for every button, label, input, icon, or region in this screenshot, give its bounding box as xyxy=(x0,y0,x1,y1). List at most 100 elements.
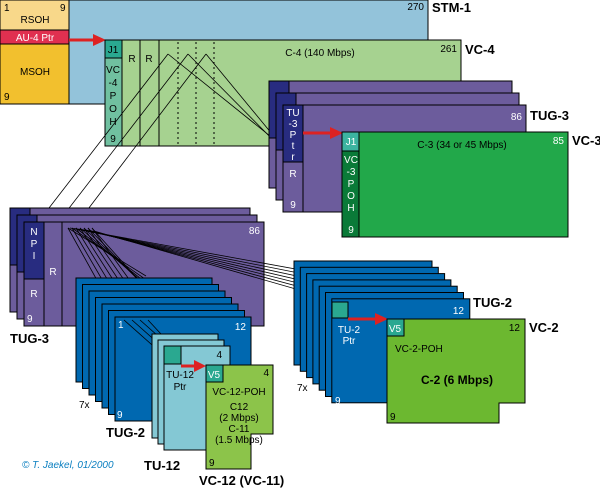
stm1-col-first: 1 xyxy=(4,3,10,14)
vc3-poh-char-4: H xyxy=(347,203,354,214)
vc3-poh-char-2: P xyxy=(348,179,355,190)
tug2-left-col-first: 1 xyxy=(118,320,124,331)
vc3-label: VC-3 xyxy=(572,133,600,148)
rsoh-label: RSOH xyxy=(21,15,50,26)
vc4-r1-label: R xyxy=(128,54,135,65)
rsoh-block xyxy=(0,0,70,31)
tu3-ptr-char-0: TU xyxy=(286,108,299,119)
vc12-col-last: 4 xyxy=(263,368,269,379)
vc3-poh-char-0: VC xyxy=(344,155,358,166)
vc12-label: VC-12 (VC-11) xyxy=(199,473,284,488)
vc4-payload-label: C-4 (140 Mbps) xyxy=(285,48,354,59)
vc12-line-2: (2 Mbps) xyxy=(219,413,258,424)
vc2-poh-label: VC-2-POH xyxy=(395,344,443,355)
vc3-container xyxy=(341,131,569,238)
tu2-ptr-line-0: TU-2 xyxy=(338,325,361,336)
tug2-left-front-labels: 1 12 9 7x TUG-2 xyxy=(79,320,246,440)
tug3-top-label: TUG-3 xyxy=(530,108,569,123)
tu3-ptr-char-4: r xyxy=(291,152,295,163)
msoh-block xyxy=(0,43,70,105)
copyright-text: © T. Jaekel, 01/2000 xyxy=(22,460,114,471)
tug2-right-col-last: 12 xyxy=(453,306,465,317)
vc4-r2-label: R xyxy=(145,54,152,65)
vc2-label: VC-2 xyxy=(529,320,559,335)
tug3-top-r-label: R xyxy=(289,169,296,180)
vc4-label: VC-4 xyxy=(465,42,495,57)
mapping-line xyxy=(187,53,284,151)
tu3-ptr-char-2: P xyxy=(290,130,297,141)
tug3-bottom-r2-label: R xyxy=(49,267,56,278)
vc3-poh-char-3: O xyxy=(347,191,355,202)
tug2-left-row-last: 9 xyxy=(117,410,123,421)
mapping-line xyxy=(31,53,169,231)
tu2-ptr-line-1: Ptr xyxy=(343,336,356,347)
vc3-col-last: 85 xyxy=(553,136,565,147)
tug2-left-col-last: 12 xyxy=(235,322,247,333)
vc2-payload-label: C-2 (6 Mbps) xyxy=(421,373,493,387)
vc12-v5-cell xyxy=(205,364,224,383)
npi-char-2: I xyxy=(33,251,36,262)
tug3-bottom-label: TUG-3 xyxy=(10,331,49,346)
npi-char-1: P xyxy=(31,239,38,250)
vc4-row-last: 9 xyxy=(110,134,116,145)
tug3-top-col-last: 86 xyxy=(511,112,523,123)
stm1-col-nine: 9 xyxy=(60,3,66,14)
vc2-row-last: 9 xyxy=(390,412,396,423)
vc2-v5-cell xyxy=(386,318,405,337)
mapping-line xyxy=(69,227,335,277)
tu3-ptr-char-3: t xyxy=(292,141,295,152)
vc3-poh-column xyxy=(341,150,360,238)
vc4-poh-char-0: VC xyxy=(106,65,120,76)
tu2-pointer-arrow xyxy=(348,313,388,325)
vc4-poh-char-4: H xyxy=(109,117,116,128)
tug2-right-row-last: 9 xyxy=(335,396,341,407)
vc12-frame: V5 4 VC-12-POH C12 (2 Mbps) C-11 (1.5 Mb… xyxy=(199,364,284,488)
tu12-ptr-line-0: TU-12 xyxy=(166,370,194,381)
vc12-container xyxy=(205,364,274,470)
tu12-stack: TU-12 Ptr 4 TU-12 xyxy=(144,333,231,473)
tu12-ptr-cell xyxy=(163,345,182,365)
tug3-top-row-last: 9 xyxy=(290,200,296,211)
vc4-poh-char-1: -4 xyxy=(109,78,118,89)
tu3-pointer-arrow xyxy=(303,127,343,139)
stm1-label: STM-1 xyxy=(432,0,471,15)
tu3-ptr-char-1: -3 xyxy=(289,119,298,130)
vc12-line-0: VC-12-POH xyxy=(212,387,265,398)
tu12-col-last: 4 xyxy=(216,350,222,361)
tug2-right-label: TUG-2 xyxy=(473,295,512,310)
vc12-line-3: C-11 xyxy=(229,424,250,435)
vc12-line-1: C12 xyxy=(230,402,249,413)
vc3-row-last: 9 xyxy=(348,225,354,236)
tug2-left-label: TUG-2 xyxy=(106,425,145,440)
vc12-v5-label: V5 xyxy=(208,370,221,381)
vc4-poh-char-3: O xyxy=(109,104,117,115)
mapping-line xyxy=(45,53,189,239)
vc2-container xyxy=(386,318,526,424)
vc2-col-last: 12 xyxy=(509,323,521,334)
tu12-ptr-line-1: Ptr xyxy=(174,382,187,393)
tug3-bottom-row-last: 9 xyxy=(27,314,33,325)
vc4-j1-label: J1 xyxy=(108,45,119,56)
mapping-line xyxy=(167,53,271,137)
tu2-ptr-cell xyxy=(331,301,349,319)
vc3-poh-char-1: -3 xyxy=(347,167,356,178)
vc3-payload-label: C-3 (34 or 45 Mbps) xyxy=(417,140,506,151)
tug2-right-multiplier: 7x xyxy=(297,383,308,394)
vc2-v5-label: V5 xyxy=(389,324,402,335)
vc2-frame: V5 12 VC-2-POH C-2 (6 Mbps) 9 VC-2 xyxy=(386,318,559,424)
vc12-row-last: 9 xyxy=(209,458,215,469)
tu12-label: TU-12 xyxy=(144,458,180,473)
au4-pointer-arrow xyxy=(69,34,106,46)
vc4-poh-column xyxy=(104,57,123,147)
tug3-bottom-r1-label: R xyxy=(30,289,37,300)
vc4-poh-char-2: P xyxy=(110,91,117,102)
au4-ptr-label: AU-4 Ptr xyxy=(16,33,55,44)
msoh-label: MSOH xyxy=(20,67,50,78)
vc3-j1-label: J1 xyxy=(346,137,357,148)
tug2-left-multiplier: 7x xyxy=(79,400,90,411)
stm1-row-last: 9 xyxy=(4,92,10,103)
npi-char-0: N xyxy=(30,227,37,238)
tu12-pointer-arrow xyxy=(181,360,206,372)
tug3-bottom-col-last: 86 xyxy=(249,226,261,237)
